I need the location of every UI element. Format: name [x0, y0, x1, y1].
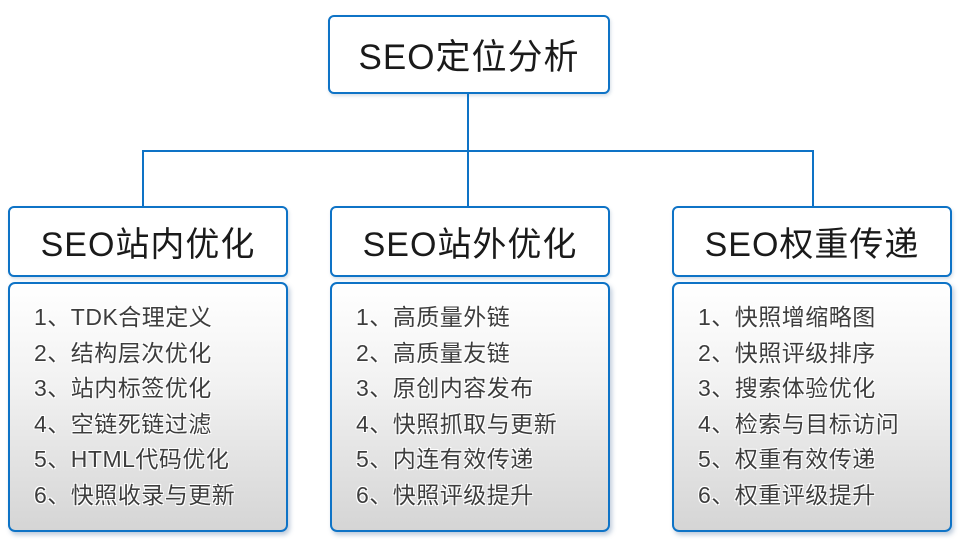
- list-item: 4、空链死链过滤: [34, 410, 212, 437]
- branch-onsite-list: 1、TDK合理定义 2、结构层次优化 3、站内标签优化 4、空链死链过滤 5、H…: [8, 282, 288, 532]
- list-item: 5、HTML代码优化: [34, 446, 230, 472]
- branch-weight-header: SEO权重传递: [672, 206, 952, 277]
- list-item: 1、TDK合理定义: [34, 304, 213, 330]
- list-item: 4、检索与目标访问: [698, 410, 900, 437]
- branch-offsite-list: 1、高质量外链 2、高质量友链 3、原创内容发布 4、快照抓取与更新 5、内连有…: [330, 282, 610, 532]
- list-item: 3、站内标签优化: [34, 375, 212, 401]
- root-node: SEO定位分析: [328, 15, 610, 94]
- list-item: 6、权重评级提升: [698, 481, 876, 508]
- branch-onsite-title: SEO站内优化: [40, 226, 256, 264]
- branch-weight-title: SEO权重传递: [704, 226, 920, 264]
- list-item: 2、结构层次优化: [34, 339, 212, 366]
- list-item: 3、搜索体验优化: [698, 375, 876, 401]
- branch-weight-list: 1、快照增缩略图 2、快照评级排序 3、搜索体验优化 4、检索与目标访问 5、权…: [672, 282, 952, 532]
- list-item: 3、原创内容发布: [356, 375, 534, 401]
- branch-onsite-header: SEO站内优化: [8, 206, 288, 277]
- connector-branch-middle-stem: [467, 150, 469, 206]
- list-item: 1、高质量外链: [356, 304, 511, 330]
- connector-root-stem: [467, 94, 469, 151]
- list-item: 6、快照收录与更新: [34, 481, 236, 508]
- root-node-title: SEO定位分析: [358, 38, 580, 77]
- connector-branch-left-stem: [142, 150, 144, 206]
- branch-offsite-header: SEO站外优化: [330, 206, 610, 277]
- list-item: 2、快照评级排序: [698, 339, 876, 366]
- list-item: 1、快照增缩略图: [698, 304, 876, 330]
- list-item: 5、内连有效传递: [356, 446, 534, 472]
- connector-branch-right-stem: [812, 150, 814, 206]
- list-item: 2、高质量友链: [356, 339, 511, 366]
- list-item: 4、快照抓取与更新: [356, 410, 558, 437]
- branch-offsite-title: SEO站外优化: [362, 226, 578, 264]
- list-item: 5、权重有效传递: [698, 446, 876, 472]
- connector-horizontal-bar: [142, 150, 814, 152]
- list-item: 6、快照评级提升: [356, 481, 534, 508]
